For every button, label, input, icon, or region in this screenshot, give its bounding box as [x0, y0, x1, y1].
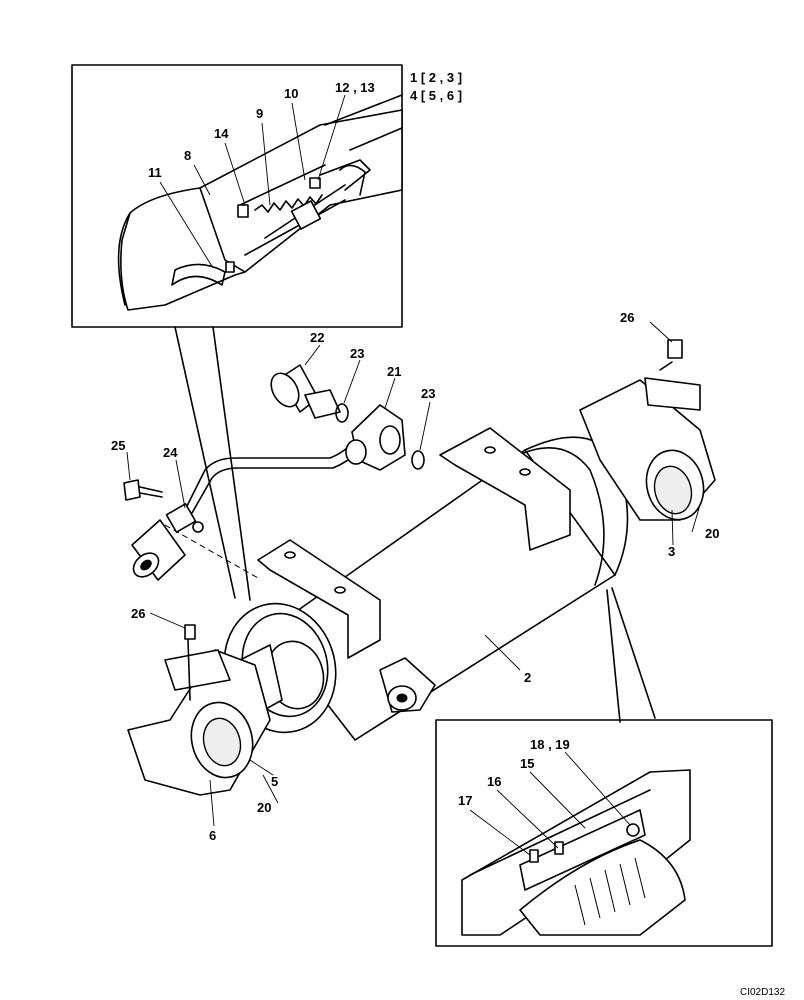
callout-18-19: 18 , 19 — [530, 737, 570, 752]
callout-16: 16 — [487, 774, 501, 789]
drawing-code: CI02D132 — [740, 987, 785, 998]
callout-17: 17 — [458, 793, 472, 808]
callout-22: 22 — [310, 330, 324, 345]
callout-14: 14 — [214, 126, 229, 141]
callout-2: 2 — [524, 670, 531, 685]
callout-12-13: 12 , 13 — [335, 80, 375, 95]
callout-23-b: 23 — [421, 386, 435, 401]
callout-24: 24 — [163, 445, 178, 460]
detail-inset-piston — [435, 719, 773, 947]
callout-5: 5 — [271, 774, 278, 789]
assembly-note-2: 4 [ 5 , 6 ] — [410, 88, 462, 103]
callout-23-a: 23 — [350, 346, 364, 361]
callout-20-right: 20 — [705, 526, 719, 541]
callout-15: 15 — [520, 756, 534, 771]
callout-26-left: 26 — [131, 606, 145, 621]
callout-10: 10 — [284, 86, 298, 101]
callout-9: 9 — [256, 106, 263, 121]
callout-3: 3 — [668, 544, 675, 559]
assembly-note-1: 1 [ 2 , 3 ] — [410, 70, 462, 85]
callout-labels: 1 [ 2 , 3 ] 4 [ 5 , 6 ] 10 12 , 13 9 14 … — [111, 70, 785, 998]
cylinder-tube — [127, 321, 716, 827]
callout-6: 6 — [209, 828, 216, 843]
callout-20-left: 20 — [257, 800, 271, 815]
callout-25: 25 — [111, 438, 125, 453]
callout-21: 21 — [387, 364, 401, 379]
callout-11: 11 — [148, 165, 162, 180]
callout-26-top: 26 — [620, 310, 634, 325]
detail-inset-rod-head — [71, 64, 403, 601]
callout-8: 8 — [184, 148, 191, 163]
hydraulic-pipe-assembly — [123, 344, 431, 581]
